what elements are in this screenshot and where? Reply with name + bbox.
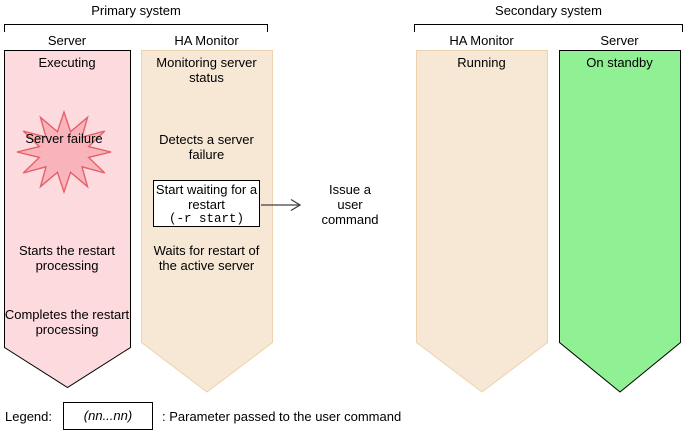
step-monitoring-status: Monitoring server status (156, 55, 257, 85)
restart-wait-command-box: Start waiting for a restart (-r start) (153, 180, 260, 227)
column-header-primary-server: Server (47, 33, 87, 48)
step-server-failure: Server failure (25, 131, 103, 146)
column-header-secondary-ha-monitor: HA Monitor (449, 33, 514, 48)
legend-symbol-box: (nn...nn) (63, 402, 153, 430)
step-running: Running (457, 55, 506, 70)
step-starts-restart: Starts the restart processing (18, 243, 116, 273)
primary-system-bracket (4, 24, 268, 32)
step-executing: Executing (38, 55, 96, 70)
secondary-system-bracket (414, 24, 683, 32)
restart-wait-command-parameter: (-r start) (168, 212, 244, 226)
primary-server-arrow-shape (4, 50, 131, 389)
primary-system-title: Primary system (91, 3, 181, 18)
column-header-primary-ha-monitor: HA Monitor (174, 33, 239, 48)
secondary-system-title: Secondary system (495, 3, 602, 18)
step-detects-failure: Detects a server failure (159, 132, 254, 162)
step-completes-restart: Completes the restart processing (4, 307, 130, 337)
user-command-arrow-icon (261, 198, 302, 212)
column-header-secondary-server: Server (600, 33, 639, 48)
step-on-standby: On standby (586, 55, 653, 70)
server-failure-burst-icon (16, 110, 112, 194)
secondary-ha-monitor-arrow-shape (416, 50, 548, 393)
secondary-server-arrow-shape (559, 50, 681, 393)
legend-description: : Parameter passed to the user command (162, 409, 402, 424)
restart-wait-command-text: Start waiting for a restart (155, 182, 258, 212)
legend: Legend: (nn...nn) : Parameter passed to … (0, 402, 687, 430)
issue-user-command-label: Issue a user command (321, 182, 379, 227)
legend-label: Legend: (5, 409, 52, 424)
step-waits-restart: Waits for restart of the active server (153, 243, 260, 273)
